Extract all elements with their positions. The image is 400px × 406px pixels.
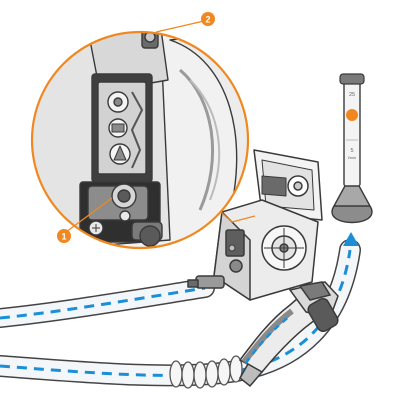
- callout-1: 1: [57, 229, 71, 243]
- callout-2-number: 2: [205, 15, 210, 25]
- welding-torch: [238, 281, 339, 388]
- gauge-top-value: 25: [349, 92, 355, 98]
- wire-feeder-unit: [187, 149, 323, 301]
- hose-protector-spiral: [169, 355, 243, 389]
- callout-1-number: 1: [61, 232, 66, 242]
- gas-flow-gauge: [331, 73, 373, 224]
- flow-arrow-icon: [343, 232, 359, 246]
- gauge-unit: l/min: [348, 155, 356, 160]
- callout-2: 2: [201, 12, 215, 26]
- gauge-float-ball: [346, 109, 358, 121]
- magnified-detail: [30, 30, 250, 250]
- callout-1-leader: [65, 197, 113, 233]
- gas-hose-upper: [0, 278, 215, 328]
- callout-2-leader: [155, 20, 205, 33]
- gauge-bottom-value: 5: [350, 148, 353, 154]
